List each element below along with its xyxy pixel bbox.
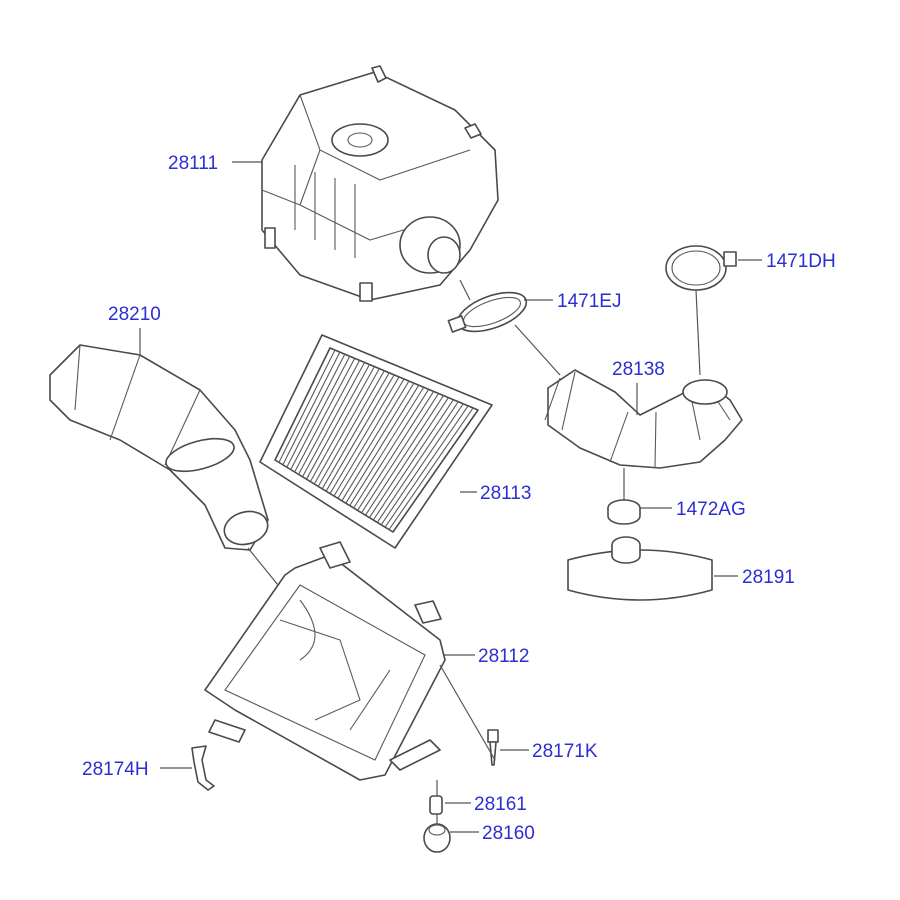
label-28112[interactable]: 28112 [478,646,529,667]
resonator[interactable] [567,536,713,601]
intake-hose[interactable] [544,369,743,469]
air-filter-element[interactable] [259,334,493,549]
hose-clamp-1471ej[interactable] [447,285,531,340]
filter-pleat [305,364,370,480]
filter-pleat [372,399,454,521]
filter-pleat [278,349,336,463]
label-28111[interactable]: 28111 [168,153,218,174]
bushing-28160[interactable] [423,823,451,853]
label-28161[interactable]: 28161 [474,794,527,815]
filter-pleat [337,380,410,499]
air-cleaner-lower-case[interactable] [204,541,446,781]
filter-pleat [317,370,385,487]
filter-pleat [329,376,400,494]
label-leaders [139,161,762,833]
hose-clamp-1471dh[interactable] [665,245,737,291]
label-28210[interactable]: 28210 [108,304,161,325]
filter-pleat [298,360,361,475]
filter-pleat [286,353,346,468]
filter-pleat [361,393,439,514]
label-28191[interactable]: 28191 [742,567,795,588]
label-1471dh[interactable]: 1471DH [766,251,836,272]
label-1471ej[interactable]: 1471EJ [557,291,621,312]
filter-pleat [365,395,444,516]
filter-pleat [325,374,395,492]
collar-28161[interactable] [429,795,443,815]
filter-pleat [349,386,425,506]
filter-pleat [380,403,464,526]
label-28113[interactable]: 28113 [480,483,531,504]
filter-pleat [290,356,351,470]
filter-pleat [376,401,459,523]
filter-pleat [313,368,380,485]
intake-duct[interactable] [49,344,271,551]
filter-pleat [368,397,449,518]
filter-pleat [388,407,474,530]
filter-pleat [282,351,341,466]
filter-pleat [302,362,366,478]
filter-pleat [321,372,390,490]
filter-pleat [345,384,420,504]
bolt-28171k[interactable] [487,729,499,766]
filter-pleat [357,391,435,511]
label-1472ag[interactable]: 1472AG [676,499,746,520]
filter-pleat [309,366,375,482]
grommet-1472ag[interactable] [607,499,641,525]
label-28171k[interactable]: 28171K [532,741,598,762]
label-28138[interactable]: 28138 [612,359,665,380]
assembly-lines [247,279,701,824]
part-labels: 28111 1471DH 1471EJ 28210 28138 28113 14… [82,153,836,844]
filter-pleat [341,382,415,502]
label-28160[interactable]: 28160 [482,823,535,844]
filter-pleat [384,405,469,528]
label-28174h[interactable]: 28174H [82,759,149,780]
air-cleaner-cover[interactable] [261,65,499,302]
bracket-28174h[interactable] [191,745,215,791]
filter-pleat [353,389,430,509]
filter-pleat [333,378,405,497]
filter-pleat [294,358,356,473]
